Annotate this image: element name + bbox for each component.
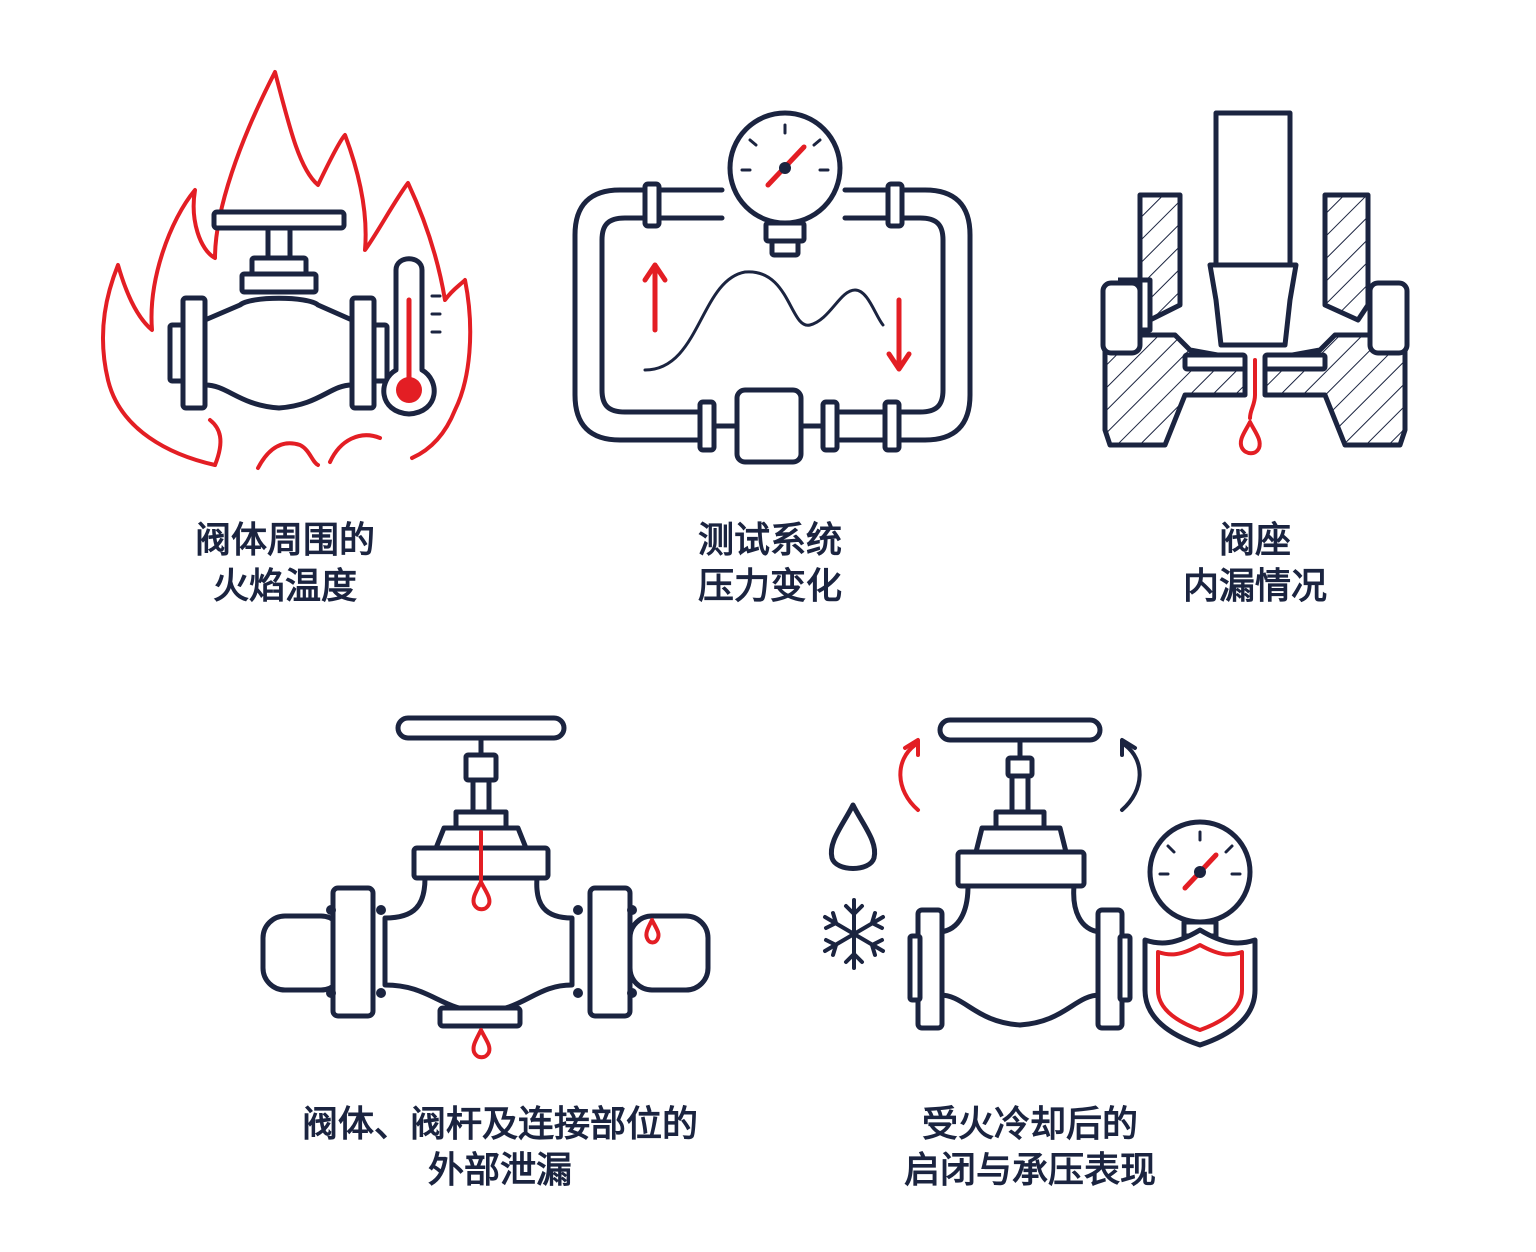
valve-seat-section-icon: [1100, 110, 1410, 456]
panel-pressure-change: 测试系统 压力变化: [540, 0, 1000, 640]
caption-external-leak: 阀体、阀杆及连接部位的 外部泄漏: [301, 1104, 698, 1191]
valve-body: [937, 883, 1103, 1028]
valve-body: [382, 875, 575, 1015]
caption-after-cooling: 受火冷却后的 启闭与承压表现: [903, 1104, 1156, 1191]
valve-stem: [1213, 110, 1293, 268]
flame-outline: [101, 70, 473, 467]
panel-external-leak: 阀体、阀杆及连接部位的 外部泄漏: [230, 680, 770, 1240]
pipe-loop: [572, 187, 725, 443]
pressure-curve: [643, 270, 885, 372]
pressure-gauge-loop-icon: [572, 110, 973, 465]
handwheel: [937, 717, 1103, 743]
leak-drop-stem: [471, 880, 492, 912]
flame-valve-thermometer-icon: [101, 70, 473, 470]
valve-cooling-shield-icon: [823, 717, 1258, 1048]
valve-leak-drops-icon: [260, 715, 711, 1060]
water-drop-icon: [828, 802, 878, 871]
caption-pressure-change: 测试系统 压力变化: [697, 520, 842, 607]
leak-drop-flange: [644, 918, 661, 945]
handwheel: [395, 715, 567, 741]
panel-seat-leak: 阀座 内漏情况: [1000, 0, 1536, 640]
caption-seat-leak: 阀座 内漏情况: [1182, 520, 1327, 607]
leak-drop-bottom: [471, 1028, 492, 1060]
leak-drop: [1238, 420, 1262, 456]
snowflake-icon: [823, 898, 885, 970]
caption-flame-temperature: 阀体周围的 火焰温度: [194, 520, 375, 607]
panel-flame-temperature: 阀体周围的 火焰温度: [0, 0, 560, 640]
valve-body: [202, 295, 355, 411]
panel-after-cooling: 受火冷却后的 启闭与承压表现: [790, 680, 1270, 1240]
